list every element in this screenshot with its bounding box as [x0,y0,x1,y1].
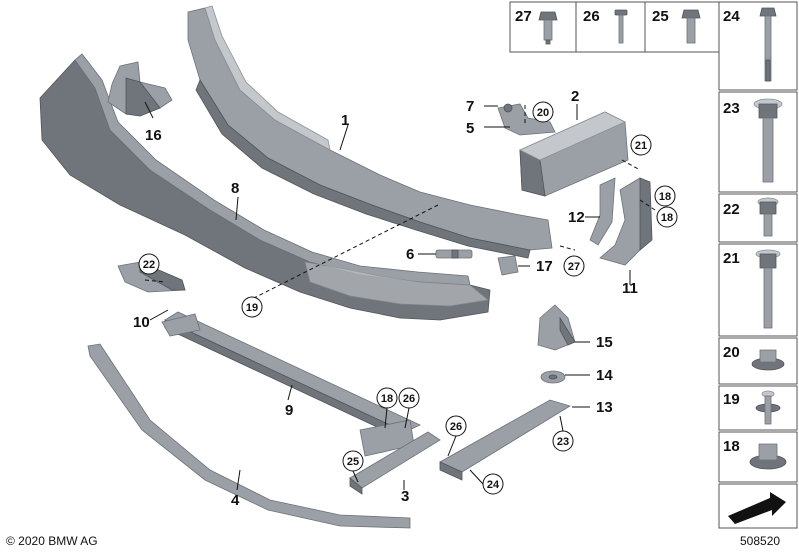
svg-text:26: 26 [450,421,462,433]
callout-24: 24 [482,473,504,495]
nut-18-icon [749,443,787,470]
fastener-label-26: 26 [583,8,600,25]
assembly-line [639,199,656,211]
fastener-panel-side: 24 23 22 21 20 [718,1,798,529]
label-17: 17 [536,258,553,275]
leader-lines [144,101,631,491]
screw-23-icon [753,98,783,183]
fastener-label-27: 27 [515,8,532,25]
svg-text:19: 19 [246,302,258,314]
callout-20: 20 [532,101,554,123]
fastener-label-23: 23 [723,100,740,117]
svg-text:23: 23 [557,436,569,448]
label-16: 16 [145,127,162,144]
label-6: 6 [406,246,414,263]
svg-text:20: 20 [537,107,549,119]
callout-26a: 26 [398,387,420,409]
part-14-washer [540,370,566,384]
screw-19-icon [755,390,781,425]
screw-22-icon [757,197,779,237]
part-4-trim-strip [87,343,411,529]
fastener-label-19: 19 [723,391,740,408]
svg-text:22: 22 [143,259,155,271]
fastener-panel-top: 27 26 25 [509,1,720,53]
label-14: 14 [596,367,613,384]
part-11-12-side-brackets [589,177,653,266]
assembly-line [621,159,641,171]
nut-20-icon [751,349,785,371]
part-10-bracket [117,261,186,293]
label-11: 11 [622,280,638,297]
part-2-crash-box [519,111,629,197]
label-10: 10 [133,314,150,331]
fastener-label-24: 24 [723,8,740,25]
vehicle-direction-arrow-icon [728,492,786,524]
part-17-clip [497,255,519,276]
part-6-clip [435,249,473,259]
svg-text:26: 26 [403,393,415,405]
part-15-bracket [537,304,576,351]
part-13-crash-element [439,399,571,481]
callout-23: 23 [552,430,574,452]
label-7: 7 [466,98,474,115]
label-12: 12 [568,209,585,226]
callout-18b: 18 [656,206,678,228]
callout-25: 25 [342,450,364,472]
assembly-line [144,279,166,283]
label-2: 2 [571,88,579,105]
screw-27-icon [538,11,558,45]
assembly-line [249,204,439,301]
part-3-crash-element [349,431,441,495]
callout-22: 22 [138,253,160,275]
label-13: 13 [596,399,613,416]
callout-27: 27 [563,255,585,277]
fastener-label-21: 21 [723,250,740,267]
fastener-cell-21 [718,243,798,337]
label-15: 15 [596,334,613,351]
fastener-label-18: 18 [723,438,740,455]
label-8: 8 [231,180,239,197]
fastener-cell-23 [718,91,798,193]
fastener-label-22: 22 [723,201,740,218]
callouts: 20 21 18 18 27 22 19 18 [138,101,678,495]
screw-21-icon [755,249,781,329]
part-labels: 1 2 3 4 5 6 7 8 9 10 11 12 13 14 15 16 1… [133,88,638,509]
part-9-lower-carrier [161,311,421,457]
label-3: 3 [401,488,409,505]
svg-text:27: 27 [568,261,580,273]
svg-text:18: 18 [661,212,673,224]
part-5-bracket [497,103,556,136]
part-8-energy-absorber [39,53,491,321]
part-1-bumper-carrier [187,5,553,259]
svg-text:24: 24 [487,479,500,491]
svg-text:21: 21 [635,140,647,152]
copyright-text: © 2020 BMW AG [6,534,98,548]
assembly-line [559,245,576,251]
svg-text:25: 25 [347,456,359,468]
callout-21: 21 [630,134,652,156]
screw-25-icon [681,9,701,44]
label-4: 4 [231,492,240,509]
screw-26-icon [614,9,628,44]
screw-24-icon [759,7,777,82]
callout-19: 19 [241,296,263,318]
callout-18a: 18 [654,185,676,207]
label-5: 5 [466,120,474,137]
svg-text:18: 18 [659,191,671,203]
svg-text:18: 18 [381,393,393,405]
fastener-label-25: 25 [652,8,669,25]
callout-26b: 26 [445,415,467,437]
fastener-cell-24 [718,1,798,91]
fastener-label-20: 20 [723,344,740,361]
callout-18c: 18 [376,387,398,409]
label-1: 1 [341,112,349,129]
label-9: 9 [285,402,293,419]
part-16-bracket [107,61,173,117]
diagram-number: 508520 [740,534,780,548]
